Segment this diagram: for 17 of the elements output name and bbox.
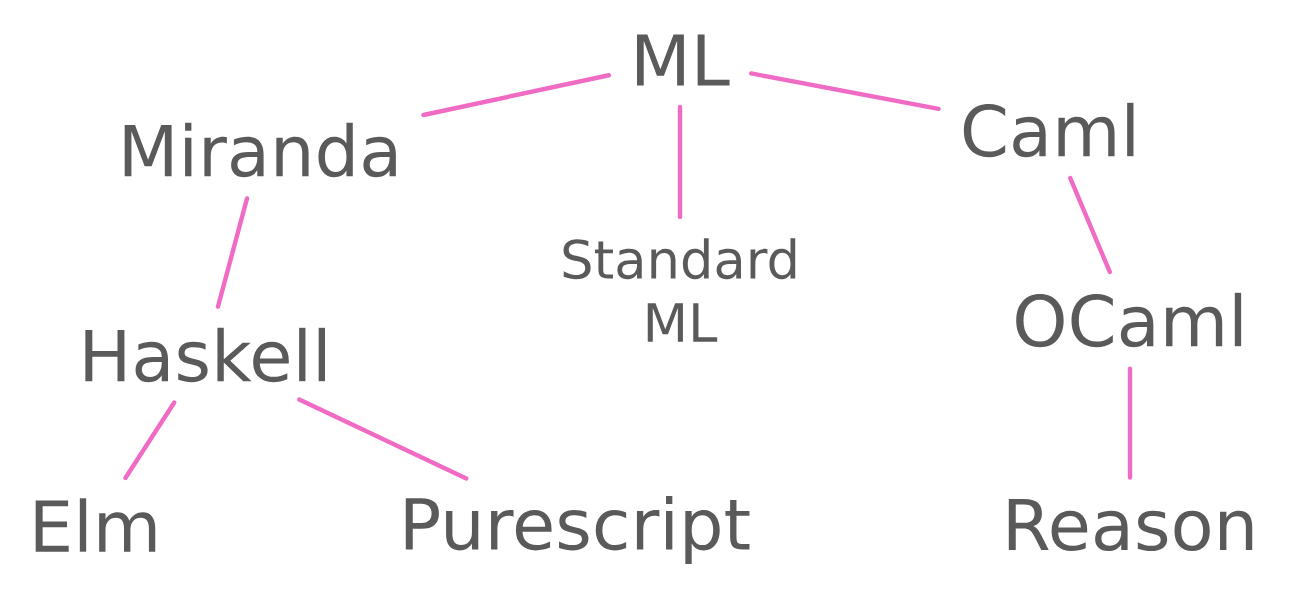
language-label: OCaml — [1016, 292, 1242, 348]
connector-line — [1127, 366, 1133, 480]
language-label: Reason — [1008, 498, 1253, 552]
language-label: Miranda — [124, 122, 396, 178]
language-label: ML — [637, 34, 730, 86]
language-label: Purescript — [405, 496, 750, 564]
connector-line — [297, 397, 469, 481]
connector-line — [421, 73, 611, 118]
connector-line — [123, 400, 177, 481]
language-label: Caml — [963, 102, 1134, 158]
language-label: Standard ML — [563, 238, 796, 342]
connector-line — [215, 196, 250, 309]
connector-line — [749, 71, 941, 112]
connector-line — [1068, 175, 1112, 275]
connector-line — [677, 104, 683, 220]
language-label: Haskell — [85, 327, 325, 383]
language-label: Elm — [35, 498, 156, 552]
